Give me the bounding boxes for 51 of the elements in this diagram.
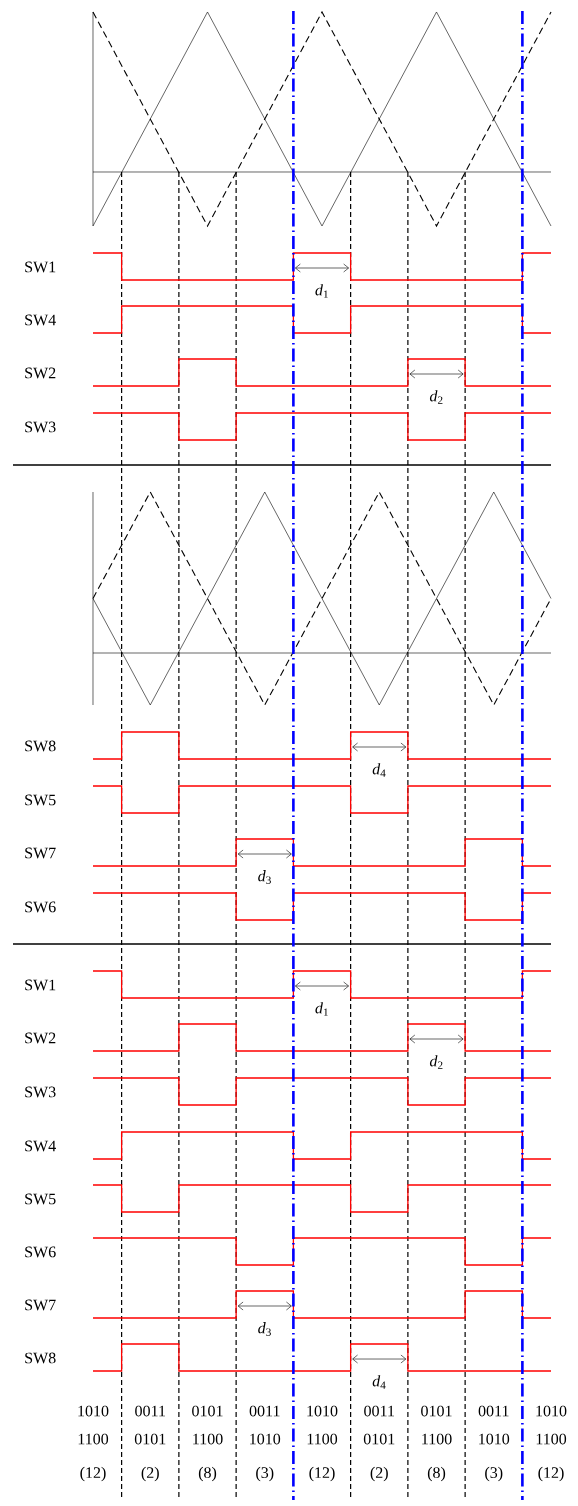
signal-label: SW3 — [25, 421, 56, 433]
switching-state-label: 0011 — [477, 1405, 510, 1417]
signal-label: SW7 — [25, 847, 56, 859]
switching-state-label: 0101 — [191, 1405, 224, 1417]
dimension-label: d$_{3}$ — [258, 870, 271, 884]
switching-state-label: (2) — [140, 1466, 161, 1482]
switching-state-label: 0101 — [133, 1433, 167, 1445]
switching-state-label: 1010 — [305, 1405, 339, 1417]
switching-state-label: 0011 — [248, 1405, 281, 1417]
signal-label: SW2 — [25, 1032, 56, 1044]
signal-label: SW4 — [25, 1140, 56, 1152]
signal-label: SW8 — [25, 740, 56, 752]
switching-state-label: (12) — [79, 1466, 107, 1482]
switching-state-label: 1100 — [76, 1433, 110, 1445]
switching-state-label: (8) — [197, 1466, 218, 1482]
switching-state-label: 1100 — [534, 1433, 568, 1445]
switching-state-label: 0101 — [362, 1433, 396, 1445]
switching-state-label: (3) — [254, 1466, 275, 1482]
signal-label: SW5 — [25, 794, 56, 806]
dimension-label: d$_{1}$ — [315, 284, 328, 298]
switching-state-label: 0101 — [420, 1405, 453, 1417]
switching-state-label: (12) — [537, 1466, 565, 1482]
switching-state-label: (8) — [426, 1466, 447, 1482]
signal-label: SW7 — [25, 1299, 56, 1311]
signal-label: SW4 — [25, 314, 56, 326]
dimension-label: d$_{2}$ — [429, 390, 443, 404]
dimension-label: d$_{3}$ — [258, 1322, 271, 1336]
dimension-label: d$_{4}$ — [372, 763, 386, 777]
switching-state-label: (12) — [308, 1466, 336, 1482]
signal-label: SW2 — [25, 367, 56, 379]
signal-label: SW5 — [25, 1193, 56, 1205]
switching-state-label: 1010 — [248, 1433, 282, 1445]
switching-state-label: (3) — [483, 1466, 504, 1482]
signal-label: SW1 — [25, 979, 56, 991]
switching-state-label: 1100 — [191, 1433, 224, 1445]
signal-label: SW6 — [25, 901, 56, 913]
signal-label: SW6 — [25, 1246, 56, 1258]
switching-state-label: (2) — [369, 1466, 390, 1482]
switching-state-label: 1010 — [76, 1405, 110, 1417]
dimension-label: d$_{1}$ — [315, 1002, 328, 1016]
switching-state-label: 1010 — [477, 1433, 511, 1445]
dimension-label: d$_{4}$ — [372, 1375, 386, 1389]
signal-label: SW8 — [25, 1352, 56, 1364]
switching-state-label: 0011 — [134, 1405, 167, 1417]
switching-state-label: 1010 — [534, 1405, 568, 1417]
switching-state-label: 1100 — [420, 1433, 453, 1445]
switching-state-label: 1100 — [305, 1433, 339, 1445]
signal-label: SW3 — [25, 1086, 56, 1098]
signal-label: SW1 — [25, 261, 56, 273]
switching-state-label: 0011 — [363, 1405, 396, 1417]
dimension-label: d$_{2}$ — [429, 1055, 443, 1069]
